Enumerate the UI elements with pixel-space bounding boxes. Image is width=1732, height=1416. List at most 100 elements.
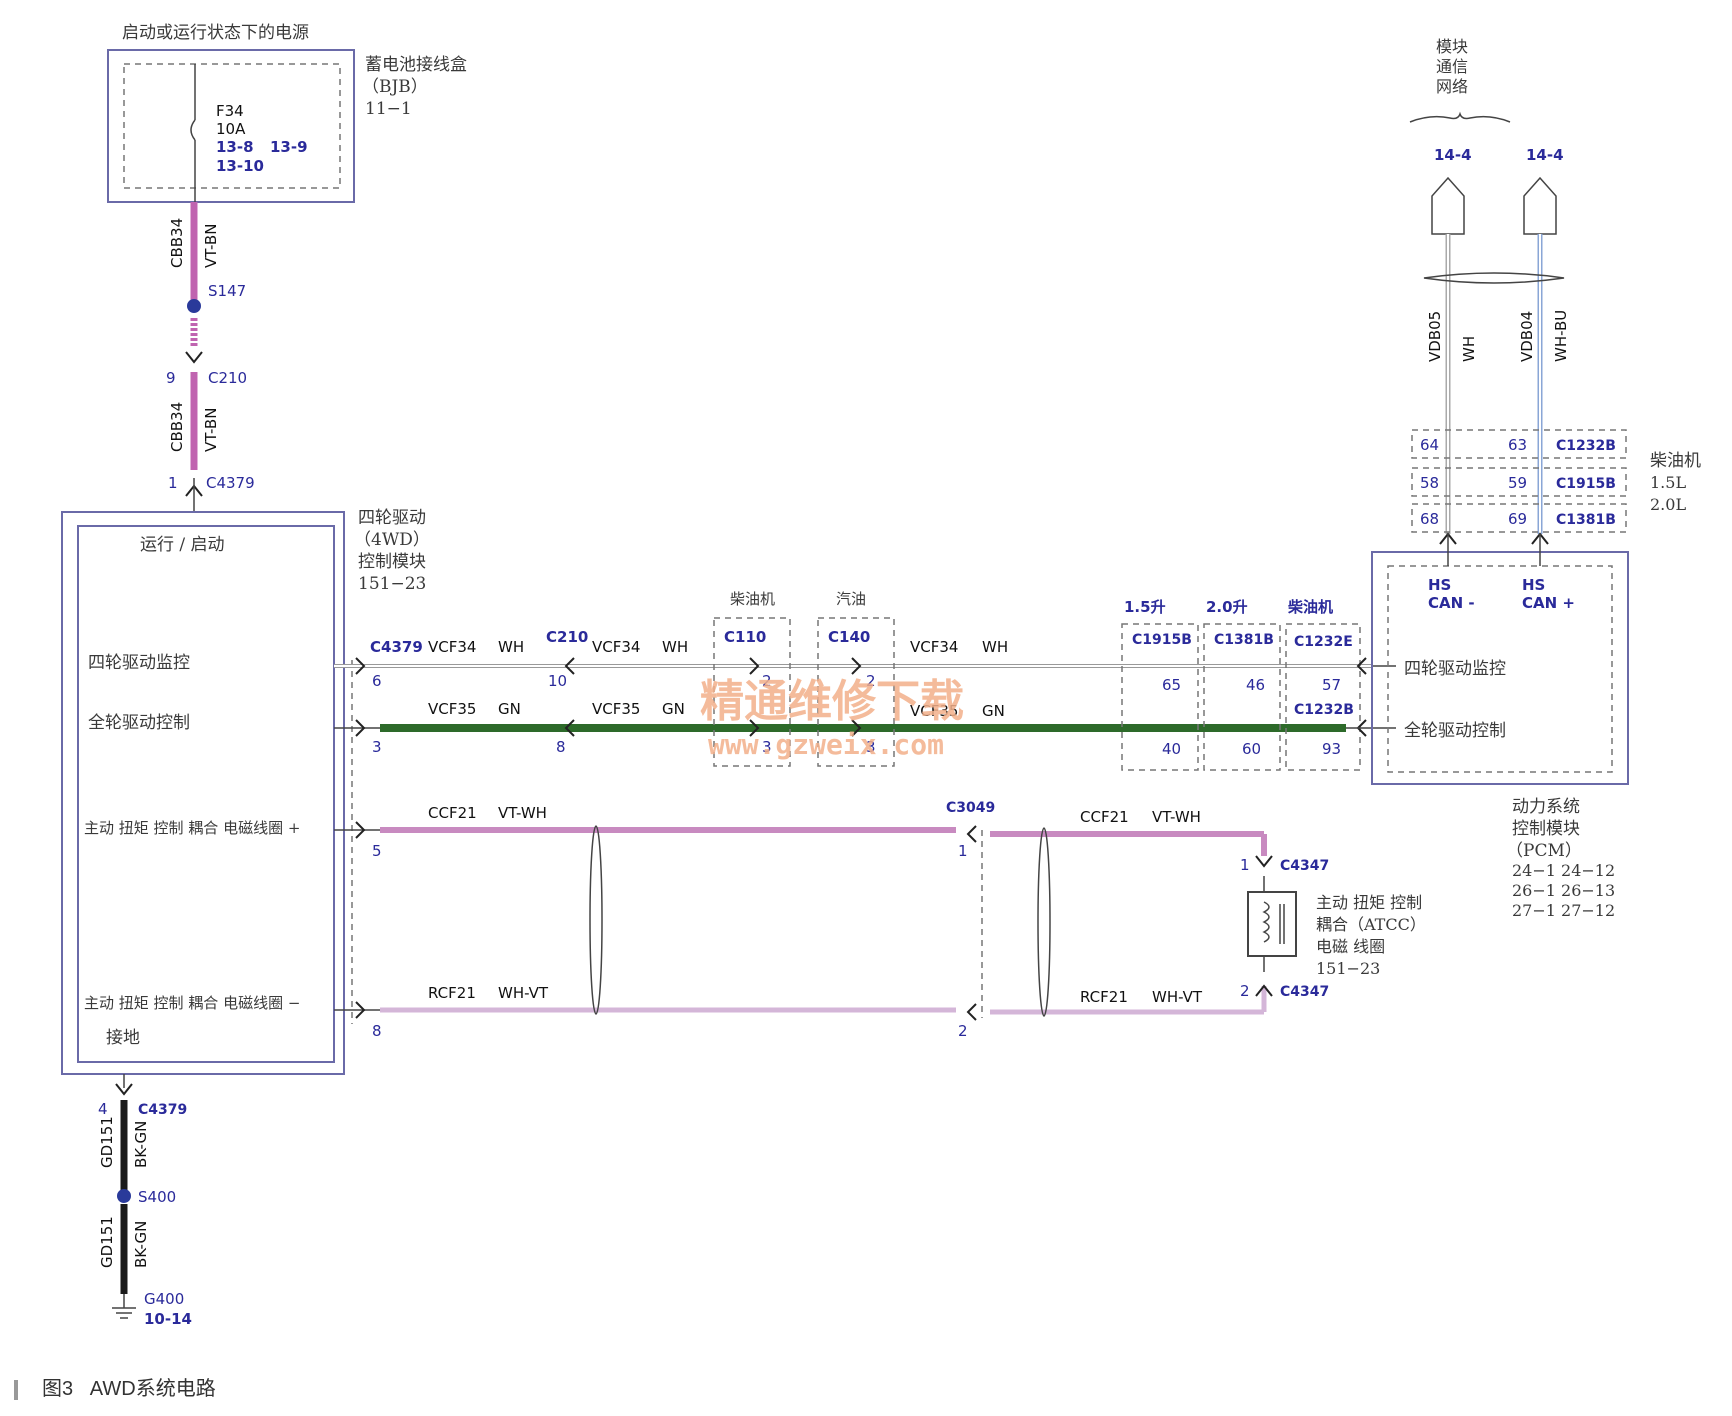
pin-40: 40 xyxy=(1162,740,1181,758)
connector-c210-arrow xyxy=(185,351,203,364)
bkgn-label-1: BK-GN xyxy=(132,1121,150,1168)
gn-label-3: GN xyxy=(982,702,1005,720)
engine-20: 2.0L xyxy=(1650,495,1686,514)
pcm-inner xyxy=(1387,565,1613,773)
atcc-ref: 151−23 xyxy=(1316,959,1380,978)
module-4wd-outer xyxy=(61,511,345,1075)
pin-60: 60 xyxy=(1242,740,1261,758)
atcc-name-3: 电磁 线圈 xyxy=(1316,937,1385,956)
twist-loop-a xyxy=(589,825,603,1015)
pin-69: 69 xyxy=(1508,510,1527,528)
gd151-label-2: GD151 xyxy=(98,1216,116,1268)
bkgn-label-2: BK-GN xyxy=(132,1221,150,1268)
coil-icon xyxy=(1262,901,1270,943)
network-ref-a: 14-4 xyxy=(1434,146,1472,164)
control-label-4wd: 全轮驱动控制 xyxy=(88,713,190,733)
fuse-pin-a: 13-8 xyxy=(216,138,254,156)
splice-s147-label: S147 xyxy=(208,282,246,300)
pin-64: 64 xyxy=(1420,436,1439,454)
c1915b-box xyxy=(1121,623,1199,771)
whvt-label-1: WH-VT xyxy=(498,984,549,1002)
atcc-coil-box xyxy=(1247,891,1297,957)
vcf34-label-1: VCF34 xyxy=(428,638,476,656)
c210-arrow-2 xyxy=(564,719,575,737)
rcf21-label-1: RCF21 xyxy=(428,984,476,1002)
c3049-pin-1: 1 xyxy=(958,842,968,860)
network-title-2: 通信 xyxy=(1436,57,1468,76)
control-label-pcm: 全轮驱动控制 xyxy=(1404,721,1506,741)
pcm-refs-3: 27−1 27−12 xyxy=(1512,901,1615,920)
vdb04-label: VDB04 xyxy=(1518,311,1536,362)
twist-loop-b xyxy=(1037,827,1051,1017)
c210-pin: 9 xyxy=(166,369,176,387)
bjb-name: 蓄电池接线盒 xyxy=(365,55,467,75)
c1232e-label: C1232E xyxy=(1294,634,1353,650)
c4379-label-top: C4379 xyxy=(206,474,255,492)
c4347-pin-1: 1 xyxy=(1240,856,1250,874)
network-pointer-a-icon xyxy=(1431,176,1465,235)
pcm-name-2: 控制模块 xyxy=(1512,819,1580,839)
module-4wd-name-1: 四轮驱动 xyxy=(358,508,426,528)
vcf35-label-1: VCF35 xyxy=(428,700,476,718)
c4379-arrow-3 xyxy=(355,719,366,737)
wh-label-2: WH xyxy=(662,638,688,656)
c4379-pin-5: 5 xyxy=(372,842,382,860)
vdb05-label: VDB05 xyxy=(1426,311,1444,362)
ground-connector-arrow xyxy=(115,1083,133,1096)
hs-can-minus-1: HS xyxy=(1428,576,1451,594)
c210-arrow-1 xyxy=(564,657,575,675)
g400-ref: 10-14 xyxy=(144,1310,192,1328)
network-title-3: 网络 xyxy=(1436,77,1468,96)
c1381b-box xyxy=(1203,623,1281,771)
figure-caption: 图3 AWD系统电路 xyxy=(14,1372,216,1401)
hs-can-plus-2: CAN + xyxy=(1522,594,1575,612)
c110-pin-3: 3 xyxy=(762,738,772,756)
pin-59: 59 xyxy=(1508,474,1527,492)
whvt-label-2: WH-VT xyxy=(1152,988,1203,1006)
c210-pin-8: 8 xyxy=(556,738,566,756)
c140-header: 汽油 xyxy=(836,590,866,608)
c210-label-row: C210 xyxy=(546,628,588,646)
c4347-label-2: C4347 xyxy=(1280,984,1329,1000)
c3049-label: C3049 xyxy=(946,800,995,816)
gn-label-1: GN xyxy=(498,700,521,718)
fuse-rating: 10A xyxy=(216,120,246,138)
hdr-20: 2.0升 xyxy=(1206,598,1248,616)
c4379-pin-6: 6 xyxy=(372,672,382,690)
pin-63: 63 xyxy=(1508,436,1527,454)
pin-58: 58 xyxy=(1420,474,1439,492)
g400-label: G400 xyxy=(144,1290,184,1308)
vcf35-label-2: VCF35 xyxy=(592,700,640,718)
network-title-1: 模块 xyxy=(1436,37,1468,56)
network-pointer-b-icon xyxy=(1523,176,1557,235)
vcf34-label-2: VCF34 xyxy=(592,638,640,656)
gd151-label-1: GD151 xyxy=(98,1116,116,1168)
c110-header: 柴油机 xyxy=(730,590,775,608)
atcc-name-2: 耦合（ATCC） xyxy=(1316,915,1426,934)
vtbn-label-1: VT-BN xyxy=(202,224,220,268)
ground-label-4wd: 接地 xyxy=(106,1028,140,1048)
hdr-15: 1.5升 xyxy=(1124,598,1166,616)
cbb34-label-1: CBB34 xyxy=(168,218,186,268)
ccf21-label-1: CCF21 xyxy=(428,804,477,822)
wh-label-3: WH xyxy=(982,638,1008,656)
c4379-label-mid: C4379 xyxy=(370,638,423,656)
net-c1915b: C1915B xyxy=(1556,476,1616,492)
hdr-diesel: 柴油机 xyxy=(1287,598,1333,616)
bjb-ref: 11−1 xyxy=(365,99,412,119)
c1232-box xyxy=(1285,623,1361,771)
pin-57: 57 xyxy=(1322,676,1341,694)
bjb-abbr: （BJB） xyxy=(362,77,428,97)
gn-label-2: GN xyxy=(662,700,685,718)
module-4wd-name-2: （4WD） xyxy=(354,530,430,550)
vtwh-label-2: VT-WH xyxy=(1152,808,1201,826)
fuse-pin-b: 13-9 xyxy=(270,138,308,156)
pcm-box xyxy=(1371,551,1629,785)
c110-box xyxy=(713,617,791,767)
atcc-name-1: 主动 扭矩 控制 xyxy=(1316,893,1422,912)
fuse-icon xyxy=(190,119,196,141)
awd-wiring-diagram: 启动或运行状态下的电源 蓄电池接线盒 （BJB） 11−1 F34 10A 13… xyxy=(61,23,1701,1328)
vcf35-label-3: VCF35 xyxy=(910,702,958,720)
splice-s400 xyxy=(117,1189,131,1203)
caption-title: AWD系统电路 xyxy=(89,1378,216,1400)
